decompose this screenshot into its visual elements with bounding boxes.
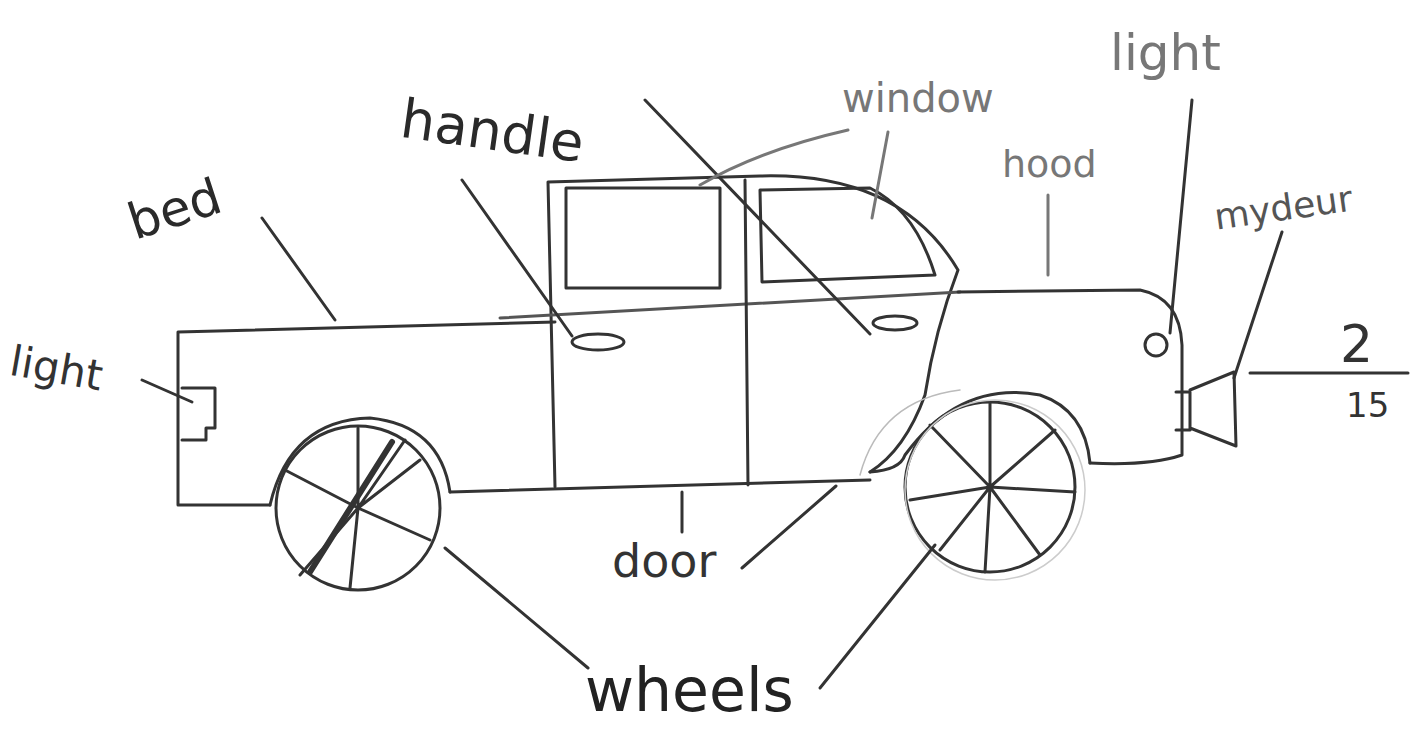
part-label: light bbox=[1110, 28, 1221, 78]
door-handle bbox=[873, 316, 917, 330]
bumper bbox=[1176, 372, 1236, 446]
part-label: wheels bbox=[585, 660, 794, 720]
tail-light bbox=[182, 388, 215, 440]
middle-door-line bbox=[745, 180, 748, 485]
front-window bbox=[760, 188, 935, 282]
part-label: door bbox=[612, 538, 716, 584]
rear-arch bbox=[270, 418, 450, 505]
callout-number: 15 bbox=[1346, 388, 1389, 422]
leader-lines bbox=[142, 100, 1408, 688]
door-handle bbox=[572, 334, 624, 350]
cab-outline bbox=[548, 176, 958, 487]
rear-wheel bbox=[276, 426, 440, 590]
rear-window bbox=[566, 188, 720, 288]
part-label: window bbox=[842, 78, 994, 118]
callout-number: 2 bbox=[1340, 318, 1373, 370]
part-label: light bbox=[7, 340, 106, 398]
belt-line bbox=[500, 292, 960, 318]
headlight bbox=[1145, 334, 1167, 356]
front-arch bbox=[870, 393, 1090, 473]
part-label: hood bbox=[1002, 145, 1097, 183]
front-wheel-pencil bbox=[905, 400, 1085, 580]
hood bbox=[958, 290, 1182, 464]
part-label: mydeur bbox=[1212, 181, 1355, 236]
part-label: handle bbox=[397, 92, 587, 171]
part-label: bed bbox=[122, 171, 227, 248]
